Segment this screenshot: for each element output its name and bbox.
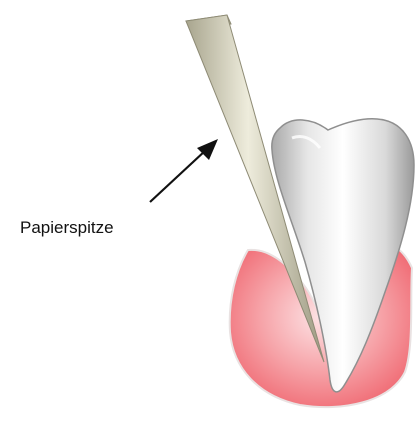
paper-point-label: Papierspitze <box>20 218 114 238</box>
pointer-arrow <box>150 139 218 202</box>
